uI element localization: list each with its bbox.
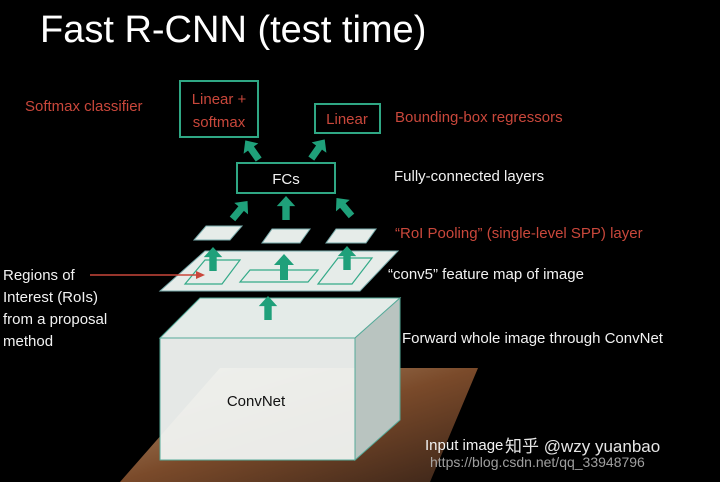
linear-softmax-line2: softmax bbox=[193, 114, 246, 131]
pooled-roi-left bbox=[192, 225, 244, 241]
forward-label: Forward whole image through ConvNet bbox=[402, 330, 664, 347]
linear-softmax-box bbox=[179, 80, 259, 138]
roi-left bbox=[183, 259, 242, 285]
watermark-zhihu: 知乎 @wzy yuanbao bbox=[505, 437, 660, 456]
conv5-feature-map bbox=[158, 250, 400, 292]
pooled-roi-center bbox=[261, 228, 311, 244]
slide-title: Fast R-CNN (test time) bbox=[40, 9, 426, 51]
fully-connected-label: Fully-connected layers bbox=[394, 168, 544, 185]
linear-label: Linear bbox=[326, 111, 368, 128]
softmax-classifier-label: Softmax classifier bbox=[25, 98, 143, 115]
svg-text:Interest (RoIs): Interest (RoIs) bbox=[3, 289, 98, 306]
roi-pooling-label: “RoI Pooling” (single-level SPP) layer bbox=[395, 225, 643, 242]
bbox-regressors-label: Bounding-box regressors bbox=[395, 109, 563, 126]
roi-pointer-arrow bbox=[90, 271, 205, 279]
convnet-label: ConvNet bbox=[227, 393, 286, 410]
fcs-box bbox=[236, 162, 336, 194]
watermark-csdn: https://blog.csdn.net/qq_33948796 bbox=[430, 454, 645, 470]
pooled-roi-right bbox=[325, 228, 377, 244]
conv5-label: “conv5” feature map of image bbox=[388, 266, 584, 283]
svg-text:method: method bbox=[3, 333, 53, 350]
roi-right bbox=[316, 257, 374, 285]
convnet-box: ConvNet bbox=[158, 296, 402, 462]
fcs-label: FCs bbox=[272, 171, 300, 188]
roi-center bbox=[238, 269, 320, 283]
svg-text:Regions of: Regions of bbox=[3, 267, 76, 284]
rois-label: Regions of Interest (RoIs) from a propos… bbox=[3, 267, 107, 350]
input-image-label: Input image bbox=[425, 437, 503, 454]
svg-text:from a proposal: from a proposal bbox=[3, 311, 107, 328]
linear-box bbox=[314, 103, 381, 134]
linear-softmax-line1: Linear + bbox=[192, 91, 247, 108]
